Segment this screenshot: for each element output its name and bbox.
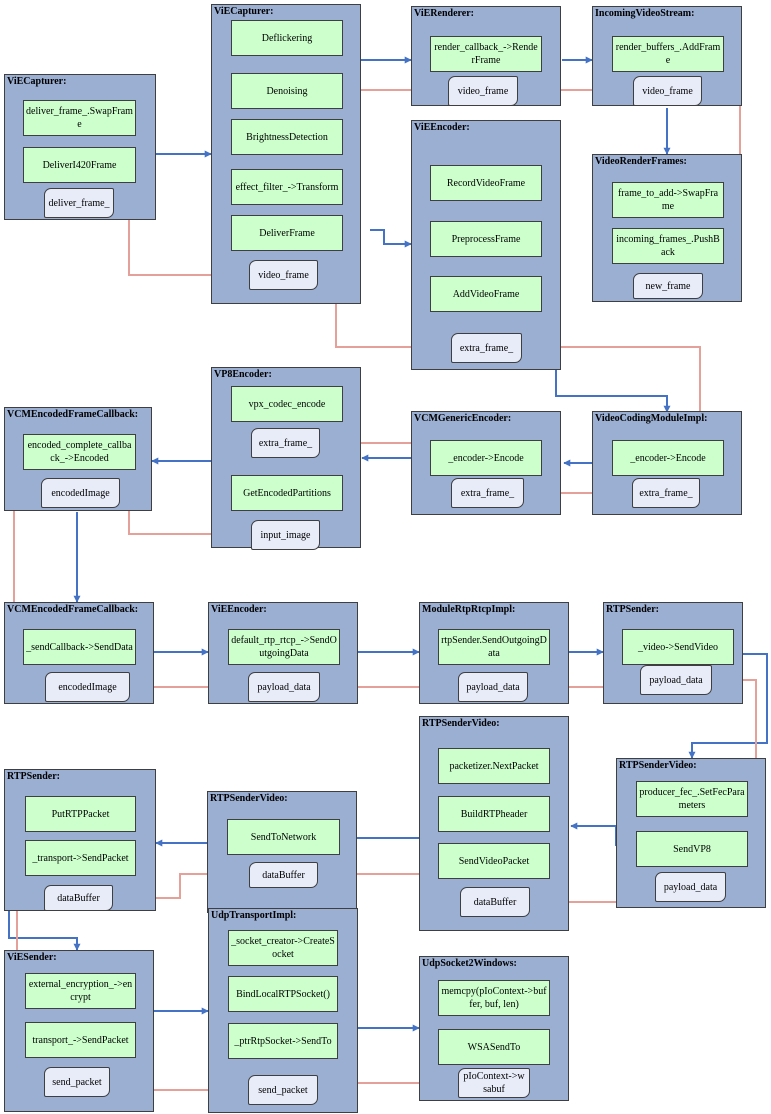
method-frame-to-add-swapframe: frame_to_add->SwapFrame	[612, 182, 724, 218]
field-extra-frame: extra_frame_	[451, 333, 522, 363]
method-putrtppacket: PutRTPPacket	[25, 796, 136, 832]
class-title: RTPSender:	[7, 771, 60, 782]
class-title: RTPSenderVideo:	[619, 760, 697, 771]
field-extra-frame: extra_frame_	[632, 478, 700, 508]
method-sendtonetwork: SendToNetwork	[227, 819, 340, 855]
method-effect-filter-transform: effect_filter_->Transform	[231, 169, 343, 205]
method-vpx-codec-encode: vpx_codec_encode	[231, 386, 343, 422]
field-payload-data: payload_data	[640, 665, 712, 695]
method-producer-fec-setfecparameters: producer_fec_.SetFecParameters	[636, 781, 748, 817]
class-title: VideoCodingModuleImpl:	[595, 413, 708, 424]
method-transport-sendpacket: _transport->SendPacket	[25, 840, 136, 876]
method-video-sendvideo: _video->SendVideo	[622, 629, 734, 665]
field-databuffer: dataBuffer	[249, 862, 318, 888]
field-deliver-frame: deliver_frame_	[44, 188, 114, 218]
method-transport-sendpacket: transport_->SendPacket	[25, 1022, 136, 1058]
method-rtpsender-sendoutgoingdata: rtpSender.SendOutgoingData	[438, 629, 550, 665]
method-external-encryption-encrypt: external_encryption_->encrypt	[25, 973, 136, 1009]
method-deflickering: Deflickering	[231, 20, 343, 56]
method-deliverframe: DeliverFrame	[231, 215, 343, 251]
class-title: UdpSocket2Windows:	[422, 958, 517, 969]
field-payload-data: payload_data	[248, 672, 320, 702]
method-getencodedpartitions: GetEncodedPartitions	[231, 475, 343, 511]
method-deliveri420frame: DeliverI420Frame	[23, 147, 136, 183]
class-title: VP8Encoder:	[214, 369, 272, 380]
method-bindlocalrtpsocket: BindLocalRTPSocket()	[228, 976, 338, 1012]
class-title: ViEEncoder:	[211, 604, 267, 615]
method-encoded-complete-callback-encoded: encoded_complete_callback_->Encoded	[23, 434, 136, 470]
class-title: ViESender:	[7, 952, 57, 963]
method-sendvp8: SendVP8	[636, 831, 748, 867]
field-video-frame: video_frame	[633, 76, 702, 106]
field-input-image: input_image	[251, 520, 320, 550]
field-extra-frame: extra_frame_	[451, 478, 524, 508]
method-encoder-encode: _encoder->Encode	[612, 440, 724, 476]
class-title: ViERenderer:	[414, 8, 474, 19]
field-new-frame: new_frame	[633, 273, 703, 299]
method-recordvideoframe: RecordVideoFrame	[430, 165, 542, 201]
field-databuffer: dataBuffer	[460, 887, 530, 917]
method-render-callback-renderframe: render_callback_->RenderFrame	[430, 36, 542, 72]
field-piocontext-wsabuf: pIoContext->wsabuf	[458, 1068, 530, 1098]
field-video-frame: video_frame	[249, 260, 318, 290]
method-ptrrtpsocket-sendto: _ptrRtpSocket->SendTo	[228, 1023, 338, 1059]
method-encoder-encode: _encoder->Encode	[430, 440, 542, 476]
class-title: RTPSenderVideo:	[210, 793, 288, 804]
method-wsasendto: WSASendTo	[438, 1029, 550, 1065]
method-addvideoframe: AddVideoFrame	[430, 276, 542, 312]
method-brightnessdetection: BrightnessDetection	[231, 119, 343, 155]
method-default-rtp-rtcp-sendoutgoingdata: default_rtp_rtcp_->SendOutgoingData	[228, 629, 340, 665]
field-payload-data: payload_data	[458, 672, 528, 702]
class-title: ViEEncoder:	[414, 122, 470, 133]
class-title: ModuleRtpRtcpImpl:	[422, 604, 516, 615]
method-deliver-frame-swapframe: deliver_frame_.SwapFrame	[23, 100, 136, 136]
field-encodedimage: encodedImage	[41, 478, 120, 508]
method-buildrtpheader: BuildRTPheader	[438, 796, 550, 832]
field-extra-frame: extra_frame_	[251, 428, 320, 458]
class-title: VideoRenderFrames:	[595, 156, 687, 167]
method-denoising: Denoising	[231, 73, 343, 109]
class-title: RTPSender:	[606, 604, 659, 615]
call-arrow	[570, 822, 617, 846]
class-title: VCMEncodedFrameCallback:	[7, 604, 139, 615]
method-render-buffers-addframe: render_buffers_.AddFrame	[612, 36, 724, 72]
field-encodedimage: encodedImage	[45, 672, 130, 702]
method-socket-creator-createsocket: _socket_creator->CreateSocket	[228, 930, 338, 966]
method-packetizer-nextpacket: packetizer.NextPacket	[438, 748, 550, 784]
class-title: IncomingVideoStream:	[595, 8, 695, 19]
method-memcpy-piocontext-buffer-buf-len: memcpy(pIoContext->buffer, buf, len)	[438, 980, 550, 1016]
class-title: ViECapturer:	[7, 76, 67, 87]
class-title: VCMGenericEncoder:	[414, 413, 512, 424]
class-title: UdpTransportImpl:	[211, 910, 297, 921]
method-sendcallback-senddata: _sendCallback->SendData	[23, 629, 136, 665]
method-sendvideopacket: SendVideoPacket	[438, 843, 550, 879]
method-incoming-frames-pushback: incoming_frames_.PushBack	[612, 228, 724, 264]
method-preprocessframe: PreprocessFrame	[430, 221, 542, 257]
class-title: RTPSenderVideo:	[422, 718, 500, 729]
field-databuffer: dataBuffer	[44, 885, 113, 911]
class-title: VCMEncodedFrameCallback:	[7, 409, 139, 420]
field-video-frame: video_frame	[448, 76, 518, 106]
call-arrow	[370, 229, 412, 248]
field-send-packet: send_packet	[248, 1075, 318, 1105]
class-title: ViECapturer:	[214, 6, 274, 17]
field-send-packet: send_packet	[44, 1067, 110, 1097]
field-payload-data: payload_data	[655, 872, 726, 902]
